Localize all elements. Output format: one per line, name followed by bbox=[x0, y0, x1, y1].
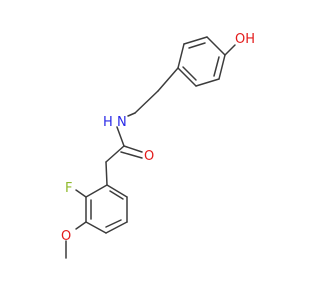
amide-hydrogen-label: H bbox=[103, 115, 113, 130]
hydroxyl-label: OH bbox=[235, 32, 255, 47]
bond bbox=[224, 44, 236, 56]
phenol-ring bbox=[177, 36, 226, 87]
structure-canvas: OH N H O F O bbox=[61, 32, 255, 259]
amide-nitrogen-label: N bbox=[117, 115, 127, 130]
double-bond bbox=[105, 219, 122, 228]
double-bond bbox=[213, 56, 220, 77]
molecule-structure: OH N H O F O bbox=[61, 32, 255, 259]
methoxy-oxygen-label: O bbox=[61, 229, 71, 244]
bond bbox=[157, 67, 179, 92]
double-bond bbox=[120, 151, 143, 159]
bond bbox=[195, 78, 220, 87]
bond bbox=[206, 36, 226, 56]
bond bbox=[105, 161, 108, 186]
fluorine-label: F bbox=[65, 181, 72, 196]
bond bbox=[134, 90, 159, 114]
bond bbox=[106, 184, 128, 198]
bond bbox=[177, 43, 185, 69]
bond bbox=[75, 189, 87, 198]
bond bbox=[123, 145, 143, 153]
bond bbox=[177, 67, 197, 87]
double-bond bbox=[109, 190, 124, 200]
bond bbox=[75, 221, 87, 230]
bond bbox=[105, 221, 128, 234]
bond bbox=[85, 221, 107, 234]
double-bond bbox=[182, 66, 197, 81]
double-bond bbox=[188, 42, 206, 49]
bond bbox=[183, 36, 208, 45]
bond bbox=[105, 145, 125, 163]
fluoro-methoxy-ring bbox=[85, 184, 128, 234]
bond bbox=[116, 126, 125, 147]
carbonyl-oxygen-label: O bbox=[144, 149, 154, 164]
bond bbox=[218, 54, 226, 80]
bond bbox=[85, 184, 108, 198]
bond bbox=[127, 112, 136, 117]
